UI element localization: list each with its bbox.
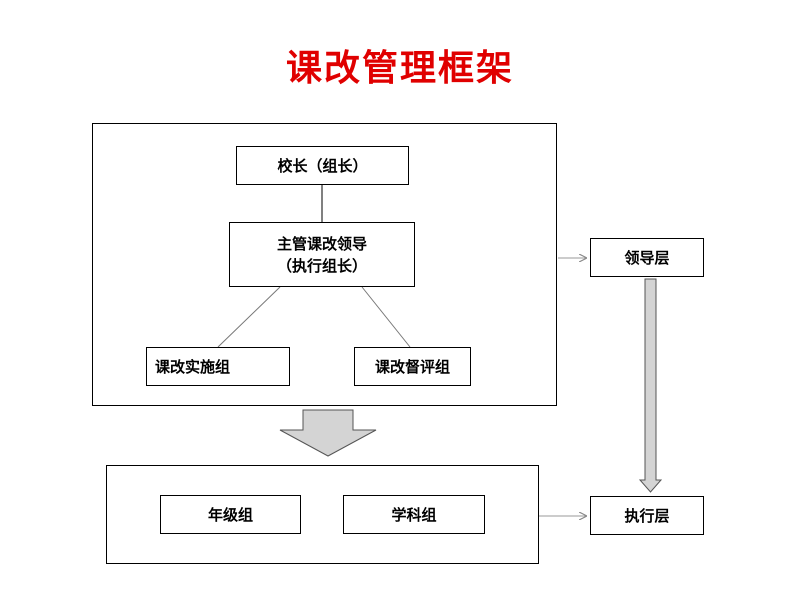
implementation-group-box: 课改实施组 xyxy=(146,347,290,386)
director-box: 主管课改领导 （执行组长） xyxy=(229,222,415,287)
grade-group-box: 年级组 xyxy=(160,495,301,534)
down-block-arrow xyxy=(279,409,377,457)
leadership-layer-label: 领导层 xyxy=(624,248,670,267)
supervision-group-box: 课改督评组 xyxy=(354,347,471,386)
subject-group-label: 学科组 xyxy=(391,505,437,524)
subject-group-box: 学科组 xyxy=(343,495,485,534)
leadership-layer-box: 领导层 xyxy=(590,238,704,277)
director-supervision-connector xyxy=(361,286,411,348)
director-label-line1: 主管课改领导 xyxy=(276,234,367,253)
execution-frame xyxy=(106,465,539,564)
vertical-layer-arrow xyxy=(638,278,663,493)
principal-box: 校长（组长） xyxy=(236,146,409,185)
principal-label: 校长（组长） xyxy=(277,156,368,175)
execution-layer-label: 执行层 xyxy=(624,506,670,525)
leadership-frame xyxy=(92,123,557,406)
director-implementation-connector xyxy=(217,286,281,348)
grade-group-label: 年级组 xyxy=(207,505,253,524)
page-title: 课改管理框架 xyxy=(285,48,514,89)
implementation-group-label: 课改实施组 xyxy=(155,357,231,376)
execution-layer-box: 执行层 xyxy=(590,496,704,535)
supervision-group-label: 课改督评组 xyxy=(374,357,450,376)
director-label-line2: （执行组长） xyxy=(276,256,367,275)
